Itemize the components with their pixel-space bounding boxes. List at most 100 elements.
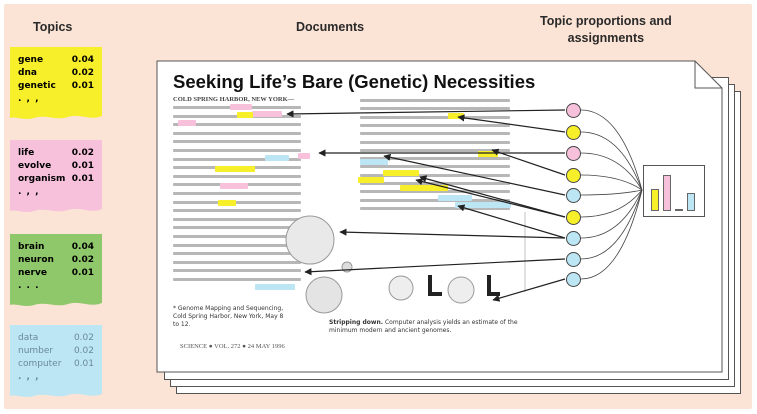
text-line [173,260,301,264]
proportions-heading-line2: assignments [567,31,645,45]
assignment-arrow [491,148,566,176]
text-line [360,182,510,185]
highlighted-word [218,200,236,206]
circle-to-chart-connector [580,189,643,280]
text-line [173,209,301,213]
topic-probability: 0.01 [71,161,94,171]
highlighted-word [237,112,253,118]
text-line [173,149,301,152]
topic-word: evolve [18,161,52,171]
topic-probability: 0.02 [73,346,94,356]
topic-assignment-circle [565,102,581,118]
article-footnote: * Genome Mapping and Sequencing, Cold Sp… [173,305,284,328]
assignment-arrow [383,153,566,196]
topic-word: computer [18,359,62,369]
topic-assignment-circle [565,187,581,203]
assignment-arrow [457,114,566,133]
highlighted-word [255,284,295,290]
highlighted-word [178,120,196,126]
topic-assignment-circle [565,209,581,225]
text-line [360,206,510,210]
text-line [173,235,301,238]
circle-to-chart-connector [580,189,643,239]
figure-caption-text: Computer analysis yields an estimate of … [329,319,518,334]
text-line [173,192,301,195]
figure-caption-bold: Stripping down. [329,319,384,326]
text-line [173,278,301,281]
topic-word: gene [18,55,44,65]
text-line [173,217,301,221]
assignment-arrow [457,204,566,239]
text-line [173,269,301,273]
highlighted-word [383,170,419,176]
topic-word: neuron [18,255,54,265]
proportions-heading-line1: Topic proportions and [540,14,672,28]
topic-word: brain [18,242,45,252]
proportion-chart [643,165,705,217]
topic-probability: 0.01 [71,174,94,184]
circle-to-chart-connector [580,189,643,260]
topic-probability: 0.02 [71,68,94,78]
highlighted-word [215,166,255,172]
text-line [173,252,301,256]
text-line [173,200,301,204]
highlighted-word [298,153,310,159]
text-line [360,140,510,144]
topic-ellipsis: . , , [18,187,40,197]
topic-assignment-circle [565,167,581,183]
circle-to-chart-connector [580,152,643,191]
text-line [360,115,510,119]
topic-card-edge [10,206,102,212]
topic-probability: 0.01 [73,359,94,369]
proportions-heading: Topic proportions and assignments [540,13,672,47]
highlighted-word [220,183,248,189]
topic-assignment-circle [565,271,581,287]
assignment-arrow [304,258,566,276]
article-footer: SCIENCE ● VOL. 272 ● 24 MAY 1996 [180,343,285,350]
topic-ellipsis: . , , [18,372,40,382]
highlighted-word [448,113,464,119]
topic-word: nerve [18,268,47,278]
proportion-bars [651,171,699,211]
text-line [173,157,301,161]
text-line [360,107,510,111]
highlighted-word [400,185,448,191]
topic-assignment-circle [565,230,581,246]
text-line [360,198,510,202]
document-dateline: COLD SPRING HARBOR, NEW YORK— [173,96,295,103]
figure-caption: Stripping down. Computer analysis yields… [329,319,519,335]
topic-word: number [18,346,54,356]
text-line [360,123,510,127]
highlighted-word [360,159,388,165]
topic-card-edge [10,300,102,306]
text-line [173,131,301,135]
circle-to-chart-connector [580,131,643,191]
highlighted-word [252,111,282,117]
topic-word: data [18,333,39,343]
topic-probability: 0.01 [71,268,94,278]
assignment-arrow [415,178,566,218]
text-line [360,148,510,152]
topic-card-edge [10,113,102,119]
assignment-arrow [419,175,566,218]
highlighted-word [230,104,252,110]
proportion-bar [675,209,683,211]
topic-card-edge [10,391,102,397]
topic-probability: 0.04 [71,242,94,252]
documents-heading: Documents [296,20,365,34]
text-line [360,99,510,102]
topic-assignment-circle [565,145,581,161]
topics-heading: Topics [33,20,73,34]
text-line [360,173,510,177]
